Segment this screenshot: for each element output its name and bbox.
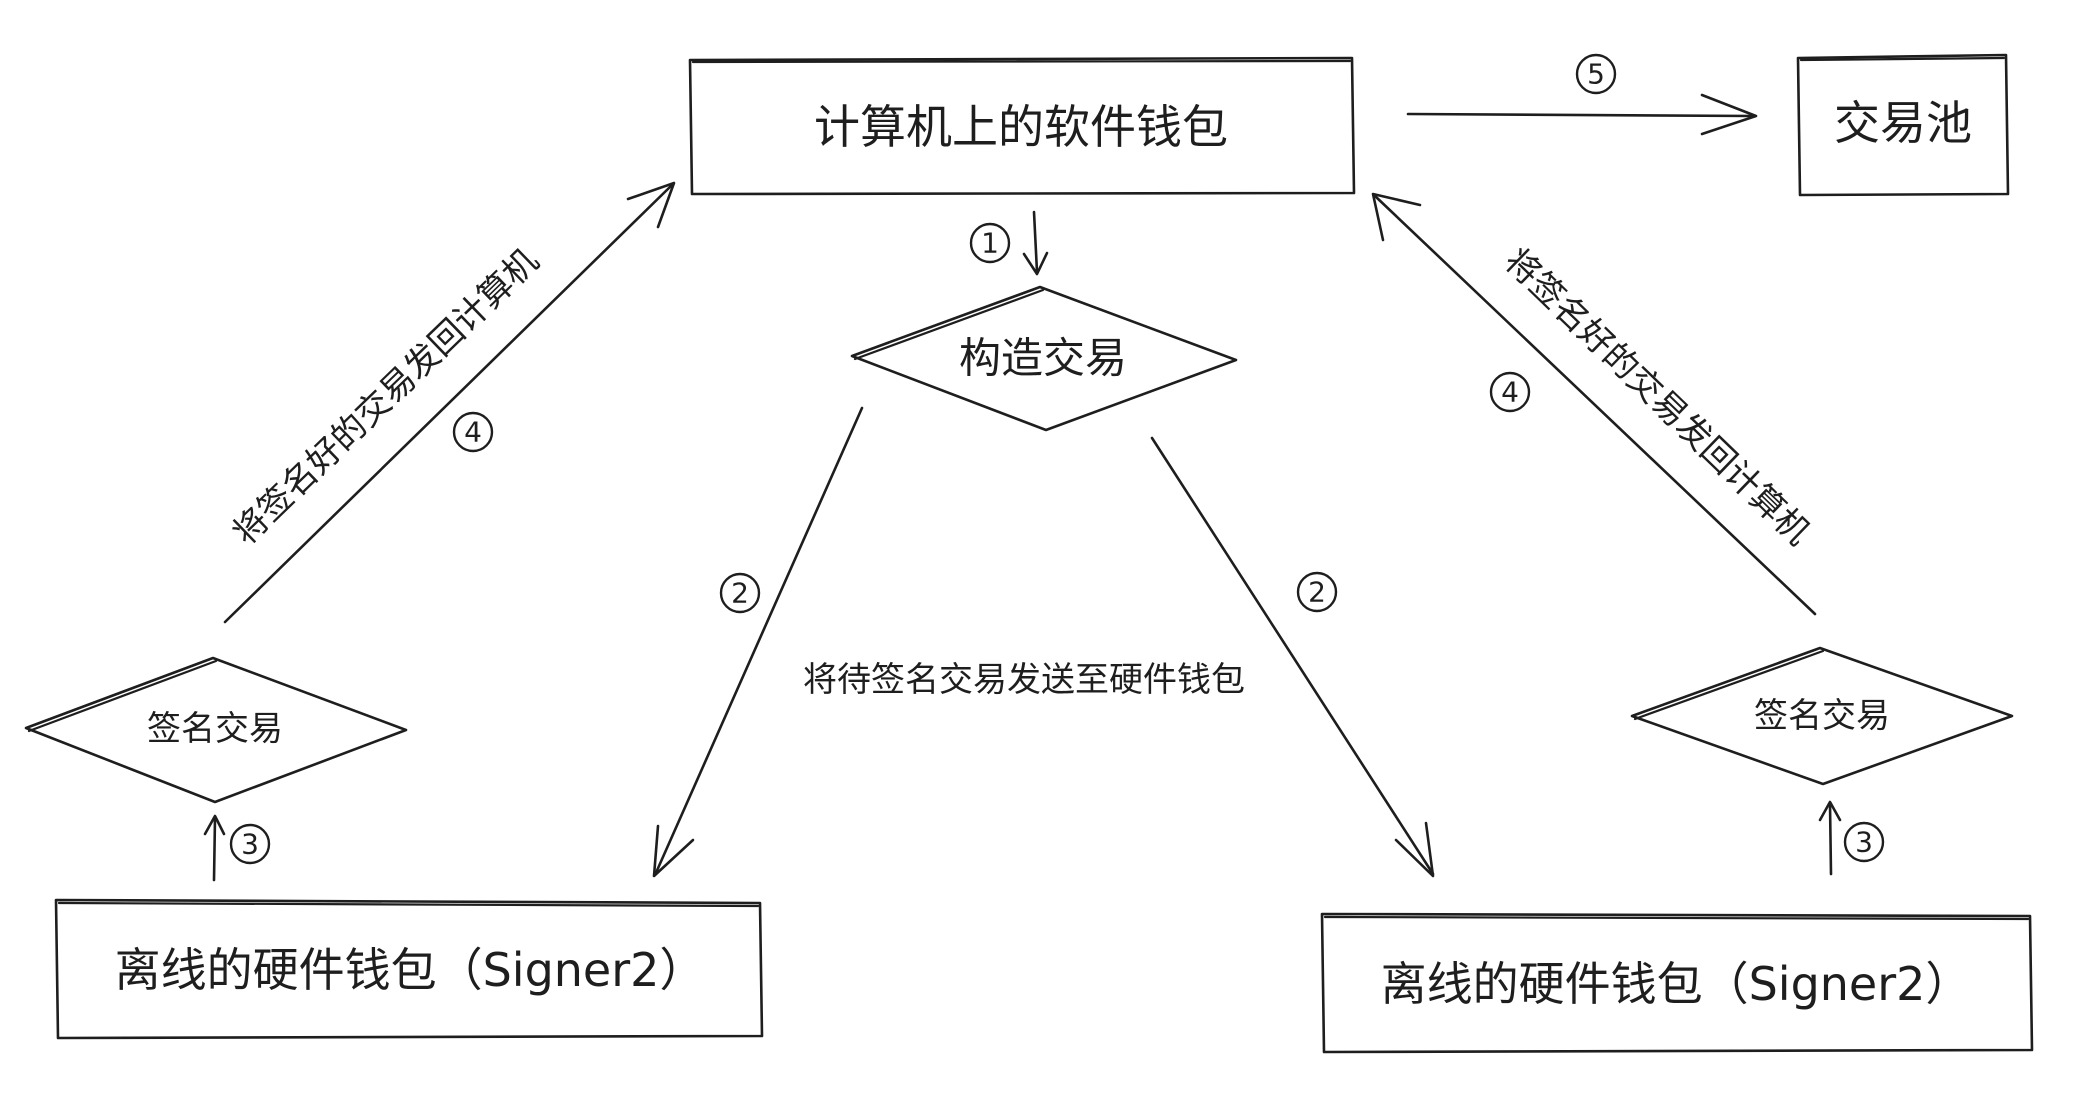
build-tx-node: 构造交易 <box>850 285 1238 432</box>
edge-hw-right-to-sign: 3 <box>1818 800 1885 876</box>
sign-left-node: 签名交易 <box>24 656 408 804</box>
software-wallet-label: 计算机上的软件钱包 <box>814 100 1228 154</box>
edge-wallet-to-pool: 5 <box>1406 53 1758 136</box>
send-to-hw-label: 将待签名交易发送至硬件钱包 <box>803 660 1245 700</box>
return-left-label: 将签名好的交易发回计算机 <box>225 241 546 553</box>
tx-pool-node: 交易池 <box>1796 53 2010 197</box>
sign-right-node: 签名交易 <box>1630 646 2014 786</box>
sign-left-label: 签名交易 <box>147 709 283 749</box>
step-4-left-badge: 4 <box>464 416 482 449</box>
tx-pool-label: 交易池 <box>1834 96 1972 150</box>
edge-wallet-to-build: 1 <box>969 210 1049 276</box>
edge-sign-left-to-wallet: 4 将签名好的交易发回计算机 <box>223 181 676 624</box>
step-5-badge: 5 <box>1587 58 1605 91</box>
hw-left-node: 离线的硬件钱包（Signer2） <box>54 898 764 1040</box>
step-1-badge: 1 <box>981 227 999 260</box>
edge-sign-right-to-wallet: 4 将签名好的交易发回计算机 <box>1371 192 1818 616</box>
step-4-right-badge: 4 <box>1501 376 1519 409</box>
hw-left-label: 离线的硬件钱包（Signer2） <box>115 943 706 997</box>
step-2-left-badge: 2 <box>731 577 749 610</box>
step-3-left-badge: 3 <box>241 828 259 861</box>
build-tx-label: 构造交易 <box>959 334 1127 383</box>
edge-hw-left-to-sign: 3 <box>203 814 271 882</box>
step-3-right-badge: 3 <box>1855 826 1873 859</box>
sign-right-label: 签名交易 <box>1754 696 1890 736</box>
return-right-label: 将签名好的交易发回计算机 <box>1496 241 1817 553</box>
edge-build-to-hw-right: 2 <box>1150 436 1435 878</box>
step-2-right-badge: 2 <box>1308 576 1326 609</box>
hw-right-node: 离线的硬件钱包（Signer2） <box>1320 912 2034 1054</box>
software-wallet-node: 计算机上的软件钱包 <box>688 56 1356 196</box>
hw-right-label: 离线的硬件钱包（Signer2） <box>1381 957 1972 1011</box>
edge-build-to-hw-left: 2 <box>652 406 864 878</box>
